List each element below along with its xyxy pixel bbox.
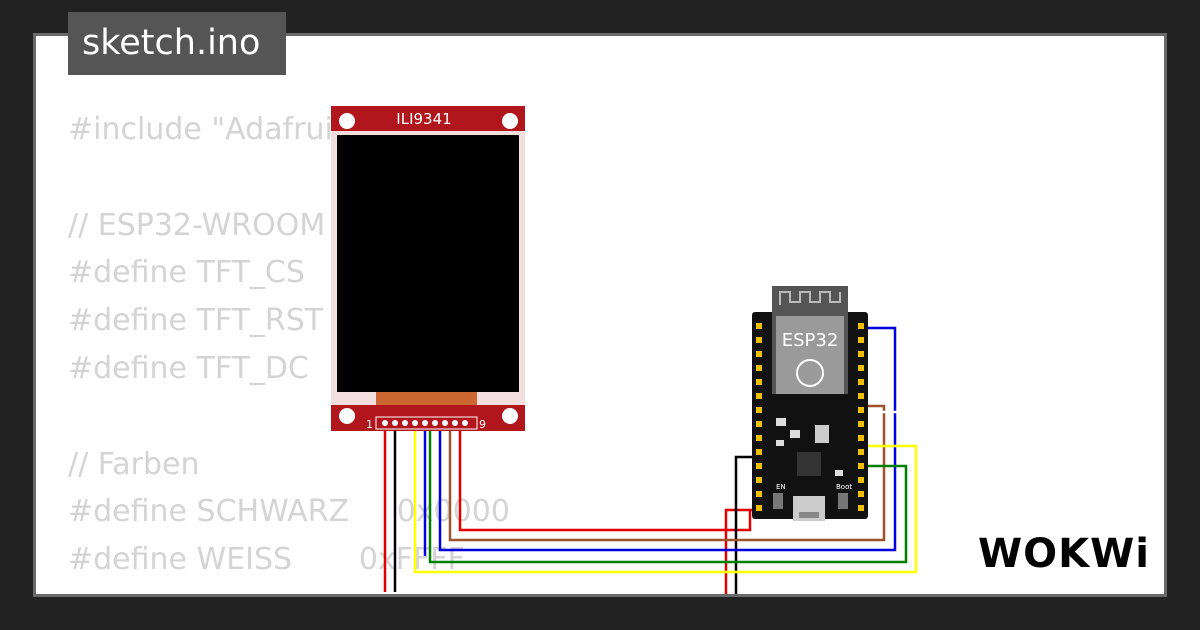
display-pins: [382, 420, 468, 426]
code-line: #define BLAU 0x001F: [68, 584, 513, 594]
esp32-shield: [776, 316, 844, 394]
display-label: ILI9341: [396, 110, 451, 128]
wokwi-logo: WOKWi: [978, 531, 1148, 577]
smd-part: [776, 440, 784, 446]
code-line: #define TFT_RST: [68, 303, 324, 339]
boot-button[interactable]: [838, 493, 848, 509]
mount-hole-tr: [502, 113, 518, 129]
mount-hole-br: [502, 408, 518, 424]
wire-green[interactable]: [428, 423, 908, 564]
code-line: // Farben: [68, 446, 200, 482]
wire-blue-top[interactable]: [438, 326, 897, 552]
wire-brown[interactable]: [448, 404, 886, 542]
wire-red-vcc[interactable]: [724, 508, 750, 594]
pin-label-last: 9: [479, 418, 486, 431]
smd-part: [835, 470, 843, 476]
ili9341-display[interactable]: ILI9341 1 9: [331, 106, 525, 431]
mount-hole-tl: [339, 113, 355, 129]
usb-port-inner: [799, 512, 819, 518]
espressif-logo-icon: [796, 359, 824, 387]
en-label: EN: [776, 483, 786, 491]
preview-card: #include "Adafruit_ILI9341.h"// ESP32-WR…: [33, 33, 1167, 597]
boot-label: Boot: [836, 483, 852, 491]
pin-header: [375, 416, 478, 430]
en-button[interactable]: [773, 493, 783, 509]
esp32-label: ESP32: [782, 330, 839, 351]
code-line: #define TFT_DC: [68, 350, 309, 386]
brand-label: WOKWi: [978, 531, 1148, 577]
antenna-trace: [779, 291, 841, 305]
code-line: #define TFT_CS: [68, 255, 305, 291]
esp32-board[interactable]: ESP32 EN Boot: [752, 286, 868, 521]
esp32-pins-left: [756, 323, 762, 511]
esp32-regulator: [815, 425, 829, 443]
wire-yellow[interactable]: [413, 423, 918, 574]
esp32-usb-chip: [797, 452, 821, 476]
wire-red-cs[interactable]: [458, 423, 760, 532]
esp32-pins-right: [858, 323, 864, 511]
wires: [383, 326, 918, 594]
code-line: // ESP32-WROOM: [68, 207, 326, 243]
mount-hole-bl: [339, 408, 355, 424]
display-screen: [337, 135, 519, 392]
display-ribbon: [376, 392, 477, 405]
smd-part: [790, 430, 800, 438]
smd-part: [776, 418, 786, 426]
file-tab[interactable]: sketch.ino: [68, 12, 286, 75]
pin-label-first: 1: [366, 418, 373, 431]
